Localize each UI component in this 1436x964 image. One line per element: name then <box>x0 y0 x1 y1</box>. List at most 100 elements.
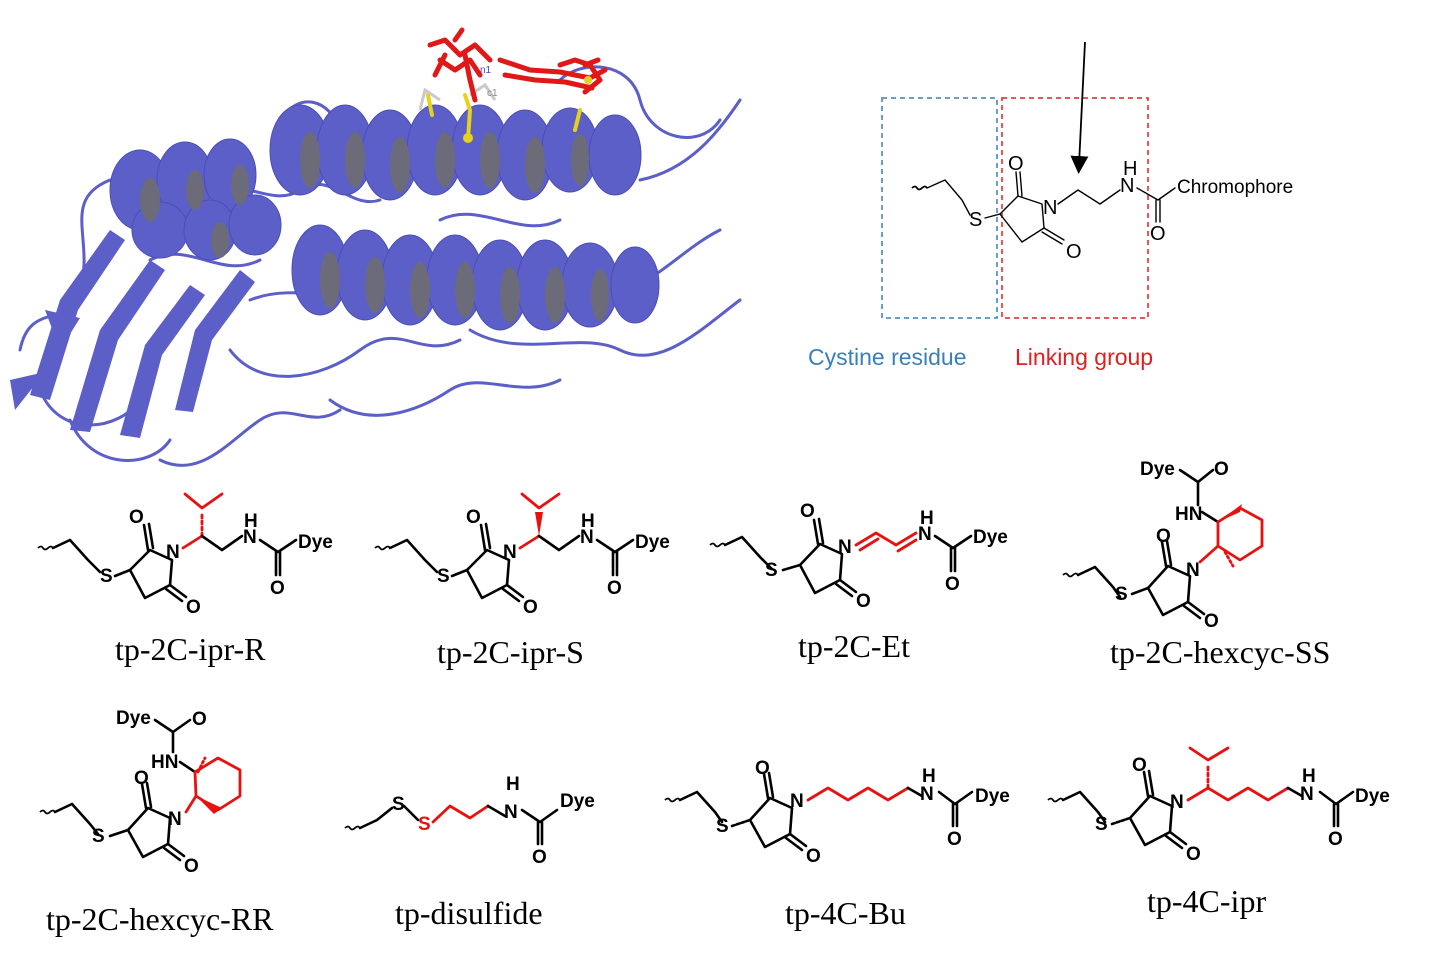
svg-text:N: N <box>166 542 180 563</box>
svg-text:N: N <box>1170 792 1184 813</box>
svg-text:O: O <box>1132 755 1147 776</box>
pointer-arrow <box>1070 41 1089 174</box>
cystine-residue-box <box>881 97 998 319</box>
succinimide-ring <box>1128 794 1174 847</box>
svg-text:Dye: Dye <box>635 532 670 553</box>
succinimide-ring <box>126 806 172 859</box>
atom-h: H <box>1123 158 1137 180</box>
svg-text:O: O <box>186 597 201 618</box>
atom-s: S <box>100 566 113 587</box>
atom-label-n1: n1 <box>480 65 492 76</box>
svg-text:H: H <box>506 774 520 795</box>
succinimide-ring <box>1146 564 1192 617</box>
protein-structure: n1 c1 <box>10 27 742 467</box>
linking-group-box <box>1001 97 1149 319</box>
molecule-tp-2C-Et: S O O N N H O Dye tp-2C-Et <box>709 501 1008 664</box>
svg-text:O: O <box>523 597 538 618</box>
caption-tp-2C-ipr-R: tp-2C-ipr-R <box>115 631 266 667</box>
cysteine-sidechains <box>426 93 582 142</box>
svg-text:O: O <box>800 501 815 522</box>
linker-scheme: S O O N N H O Chromophore Cystine residu… <box>808 41 1293 370</box>
caption-tp-4C-Bu: tp-4C-Bu <box>785 895 906 931</box>
succinimide-ring <box>748 796 794 849</box>
molecule-tp-4C-ipr: S O O N N H O Dye tp-4C-ipr <box>1047 746 1390 919</box>
svg-text:S: S <box>1095 814 1108 835</box>
svg-text:N: N <box>918 524 932 545</box>
svg-text:Dye: Dye <box>1140 459 1175 480</box>
svg-text:O: O <box>856 591 871 612</box>
atom-n: N <box>1043 197 1057 219</box>
succinimide-ring <box>128 548 174 600</box>
succinimide-ring <box>999 195 1045 243</box>
molecule-tp-4C-Bu: S O O N N H O Dye tp-4C-Bu <box>664 758 1010 931</box>
svg-text:N: N <box>838 537 852 558</box>
svg-text:O: O <box>192 709 207 730</box>
svg-text:N: N <box>1186 560 1200 581</box>
sulfur-atom <box>463 133 473 143</box>
svg-text:N: N <box>504 802 518 823</box>
atom-o2: O <box>1066 241 1082 263</box>
svg-text:O: O <box>134 768 149 789</box>
svg-text:O: O <box>947 829 962 850</box>
atom-nh: N <box>1120 175 1134 197</box>
legend-linking: Linking group <box>1015 344 1153 370</box>
svg-text:Dye: Dye <box>973 527 1008 548</box>
svg-text:O: O <box>270 578 285 599</box>
svg-text:O: O <box>1156 526 1171 547</box>
succinimide-ring <box>465 548 511 600</box>
svg-text:Dye: Dye <box>116 708 151 729</box>
atom-s: S <box>969 209 982 231</box>
legend-cystine: Cystine residue <box>808 344 967 370</box>
svg-text:S: S <box>392 794 405 815</box>
svg-text:HN: HN <box>1175 504 1202 525</box>
svg-text:O: O <box>945 574 960 595</box>
svg-text:HN: HN <box>151 752 178 773</box>
caption-tp-2C-hexcyc-RR: tp-2C-hexcyc-RR <box>46 901 274 937</box>
svg-text:O: O <box>1186 844 1201 865</box>
svg-text:O: O <box>1204 611 1219 632</box>
svg-text:H: H <box>922 766 936 787</box>
svg-text:Dye: Dye <box>1355 786 1390 807</box>
molecule-tp-2C-ipr-S: S O O N N H O Dye tp-2C-ipr-S <box>374 492 670 670</box>
protein-helix-row-lower <box>291 224 660 331</box>
svg-text:H: H <box>581 511 595 532</box>
svg-text:N: N <box>790 791 804 812</box>
wavy-bond <box>911 185 928 191</box>
molecule-tp-2C-hexcyc-SS: Dye O HN S O O N tp-2C-hexcyc-SS <box>1062 459 1330 670</box>
svg-text:S: S <box>1115 584 1128 605</box>
svg-text:S: S <box>765 560 778 581</box>
svg-text:N: N <box>580 527 594 548</box>
caption-tp-disulfide: tp-disulfide <box>395 895 543 931</box>
succinimide-ring <box>798 542 844 595</box>
caption-tp-2C-Et: tp-2C-Et <box>798 628 910 664</box>
svg-text:O: O <box>806 846 821 867</box>
s-ring-bond <box>984 213 1001 219</box>
svg-text:H: H <box>920 508 934 529</box>
protein-helices <box>109 138 282 261</box>
atom-o3: O <box>1150 223 1166 245</box>
svg-text:O: O <box>532 847 547 868</box>
caption-tp-4C-ipr: tp-4C-ipr <box>1147 883 1266 919</box>
svg-text:O: O <box>466 507 481 528</box>
svg-text:N: N <box>920 784 934 805</box>
svg-text:S: S <box>716 816 729 837</box>
molecule-tp-2C-hexcyc-RR: Dye O HN S O O N tp-2C-hexcyc-RR <box>39 708 274 937</box>
svg-text:H: H <box>244 511 258 532</box>
chromophore-label: Chromophore <box>1177 177 1293 198</box>
caption-tp-2C-hexcyc-SS: tp-2C-hexcyc-SS <box>1110 634 1330 670</box>
svg-text:Dye: Dye <box>298 532 333 553</box>
svg-text:O: O <box>129 507 144 528</box>
carbonyl-2 <box>1043 227 1065 241</box>
svg-text:S: S <box>437 566 450 587</box>
svg-text:Dye: Dye <box>975 786 1010 807</box>
molecule-tp-2C-ipr-R: S O O N N H O Dye tp-2C-ipr-R <box>37 492 333 667</box>
svg-text:O: O <box>755 758 770 779</box>
molecule-tp-disulfide: S S N H O Dye tp-disulfide <box>344 774 595 931</box>
caption-tp-2C-ipr-S: tp-2C-ipr-S <box>437 634 584 670</box>
svg-text:N: N <box>168 809 182 830</box>
protein-beta-strands <box>10 230 255 438</box>
svg-text:S: S <box>418 814 431 835</box>
atom-o1: O <box>1008 153 1024 175</box>
